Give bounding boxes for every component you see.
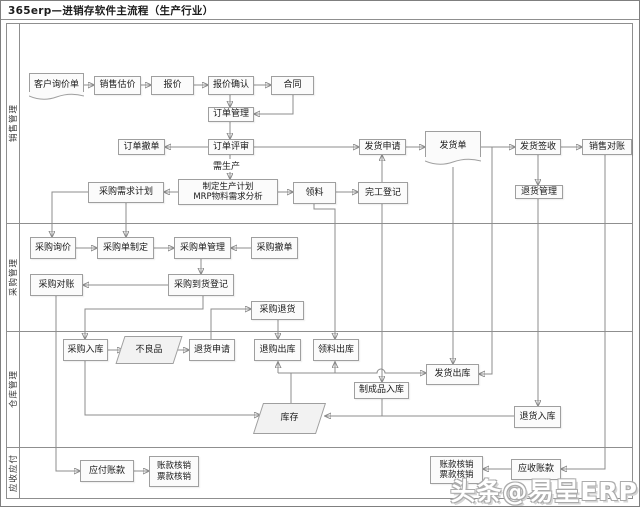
lane-label-purchase-text: 采购管理 [8, 257, 19, 297]
node-ap: 应付账款 [80, 460, 134, 482]
node-ar-label: 应收账款 [517, 464, 554, 475]
node-return-outbound: 退购出库 [254, 339, 301, 361]
node-ship-outbound: 发货出库 [426, 364, 479, 385]
node-ship-request-label: 发货申请 [364, 141, 401, 152]
node-sales-estimate: 销售估价 [94, 76, 141, 95]
node-quote: 报价 [151, 76, 194, 95]
node-po-create-label: 采购单制定 [102, 242, 148, 253]
node-po-cancel: 采购撤单 [251, 237, 298, 259]
node-finished-inbound-label: 制成品入库 [358, 385, 404, 396]
node-quote-confirm: 报价确认 [208, 76, 254, 95]
node-sales-recon: 销售对账 [582, 139, 632, 155]
node-contract: 合同 [271, 76, 314, 95]
node-prod-plan-line1: 制定生产计划 [202, 181, 254, 192]
node-finished-inbound: 制成品入库 [354, 382, 409, 399]
node-purchase-return: 采购退货 [251, 301, 304, 320]
node-material-pick: 领料 [293, 182, 336, 204]
swimlane-frame [6, 23, 633, 499]
lane-label-sales-text: 销售管理 [8, 103, 19, 143]
node-inventory-label: 库存 [280, 413, 299, 424]
node-customer-inquiry-label: 客户询价单 [33, 79, 79, 90]
document-wave-icon [425, 157, 481, 165]
node-purchase-recon: 采购对账 [30, 274, 83, 296]
node-ship-doc-label: 发货单 [439, 141, 467, 152]
lane-divider-2 [6, 331, 633, 332]
node-quote-confirm-label: 报价确认 [212, 80, 249, 91]
node-ship-sign: 发货签收 [515, 139, 561, 155]
node-return-request-label: 退货申请 [193, 344, 230, 355]
page-title: 365erp—进销存软件主流程（生产行业） [8, 4, 214, 17]
node-purchase-demand-plan-label: 采购需求计划 [98, 187, 153, 198]
node-material-pick-label: 领料 [305, 187, 324, 198]
node-ship-doc: 发货单 [425, 131, 481, 165]
node-return-inbound-label: 退货入库 [519, 411, 556, 422]
lane-label-purchase: 采购管理 [6, 223, 19, 331]
node-sales-estimate-label: 销售估价 [99, 80, 136, 91]
watermark: 头条@易呈ERP [450, 477, 638, 506]
node-purchase-arrival-label: 采购到货登记 [173, 279, 228, 290]
node-ap-writeoff: 账款核销 票款核销 [149, 456, 199, 487]
node-ar-writeoff-line1: 账款核销 [439, 459, 474, 470]
node-pick-outbound-label: 领料出库 [317, 344, 354, 355]
node-purchase-return-label: 采购退货 [259, 305, 296, 316]
node-return-outbound-label: 退购出库 [259, 344, 296, 355]
lane-label-warehouse-text: 仓库管理 [8, 369, 19, 409]
node-ap-writeoff-line2: 票款核销 [156, 471, 191, 482]
node-prod-plan: 制定生产计划 MRP物料需求分析 [178, 179, 278, 205]
node-customer-inquiry: 客户询价单 [29, 73, 84, 100]
node-return-inbound: 退货入库 [514, 406, 561, 428]
node-purchase-recon-label: 采购对账 [38, 279, 75, 290]
node-ap-label: 应付账款 [88, 465, 125, 476]
node-return-mgmt-label: 退货管理 [520, 186, 557, 197]
node-purchase-arrival: 采购到货登记 [168, 274, 234, 296]
edge-label-need-production: 需生产 [212, 159, 242, 172]
node-ap-writeoff-line1: 账款核销 [156, 461, 191, 472]
node-po-mgmt-label: 采购单管理 [179, 242, 225, 253]
node-po-create: 采购单制定 [97, 237, 154, 259]
node-inventory: 库存 [252, 403, 327, 434]
node-ship-sign-label: 发货签收 [519, 141, 556, 152]
lane-divider-3 [6, 447, 633, 448]
node-order-review-label: 订单评审 [212, 141, 249, 152]
node-defective-label: 不良品 [135, 344, 163, 355]
node-pick-outbound: 领料出库 [313, 339, 359, 361]
node-ship-request: 发货申请 [359, 139, 406, 155]
lane-label-arap-text: 应收应付 [8, 453, 19, 493]
node-purchase-inquiry-label: 采购询价 [34, 242, 71, 253]
lane-divider-1 [6, 223, 633, 224]
lane-label-divider [19, 23, 20, 499]
node-order-mgmt: 订单管理 [208, 107, 254, 122]
lane-label-arap: 应收应付 [6, 447, 19, 499]
node-completion-reg-label: 完工登记 [364, 187, 401, 198]
node-po-mgmt: 采购单管理 [174, 237, 231, 259]
document-wave-icon [29, 92, 84, 100]
node-defective: 不良品 [115, 336, 183, 364]
node-order-mgmt-label: 订单管理 [212, 109, 249, 120]
node-purchase-demand-plan: 采购需求计划 [88, 182, 164, 203]
node-purchase-inbound: 采购入库 [63, 339, 108, 361]
node-return-mgmt: 退货管理 [515, 185, 563, 199]
node-completion-reg: 完工登记 [358, 182, 408, 204]
lane-label-warehouse: 仓库管理 [6, 331, 19, 447]
node-purchase-inbound-label: 采购入库 [67, 344, 104, 355]
node-prod-plan-line2: MRP物料需求分析 [193, 192, 263, 202]
node-sales-recon-label: 销售对账 [588, 141, 625, 152]
node-contract-label: 合同 [283, 80, 302, 91]
title-bar: 365erp—进销存软件主流程（生产行业） [1, 1, 639, 20]
node-ship-outbound-label: 发货出库 [434, 369, 471, 380]
lane-label-sales: 销售管理 [6, 23, 19, 223]
node-order-review: 订单评审 [208, 139, 254, 155]
node-purchase-inquiry: 采购询价 [30, 237, 76, 259]
node-ar-writeoff-line2: 票款核销 [439, 470, 474, 480]
node-ar-writeoff: 账款核销 票款核销 [430, 456, 483, 484]
node-order-cancel-label: 订单撤单 [123, 141, 160, 152]
node-return-request: 退货申请 [189, 339, 235, 361]
node-po-cancel-label: 采购撤单 [256, 242, 293, 253]
node-order-cancel: 订单撤单 [118, 139, 165, 155]
node-quote-label: 报价 [163, 80, 182, 91]
